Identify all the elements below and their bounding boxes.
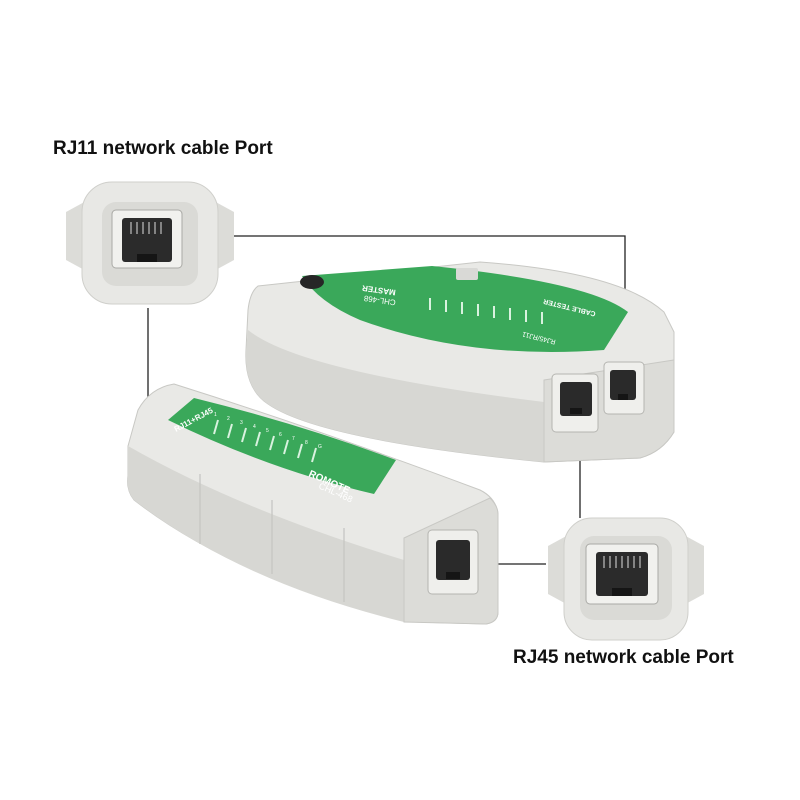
master-rj45-port (560, 382, 592, 416)
remote-rj45-port (436, 540, 470, 580)
rj11-port-caption: RJ11 network cable Port (53, 138, 273, 159)
master-tester-unit: MASTER CHL-468 CABLE TESTER RJ45/RJ11 (245, 261, 675, 463)
remote-led-number: 7 (292, 436, 295, 442)
power-button (300, 275, 324, 289)
remote-led-number: G (318, 444, 322, 450)
master-green-panel (302, 266, 628, 352)
remote-green-panel (168, 398, 396, 494)
remote-led-number: 8 (305, 440, 308, 446)
remote-led-number: 4 (253, 424, 256, 430)
remote-led-number: 6 (279, 432, 282, 438)
master-led-row (429, 298, 543, 324)
rj45-zoom-inset (548, 517, 704, 641)
master-label-line-2: CHL-468 (363, 293, 397, 306)
remote-led-number: 5 (266, 428, 269, 434)
master-rj11-port (610, 370, 636, 400)
rj11-zoom-inset (66, 181, 234, 305)
rj45-port-caption: RJ45 network cable Port (513, 647, 734, 668)
remote-led-number: 1 (214, 412, 217, 418)
remote-led-row (213, 419, 317, 463)
remote-led-number: 2 (227, 416, 230, 422)
remote-tester-unit: RJ11+RJ45 ROMOTE CHL-468 (127, 383, 499, 625)
remote-led-number: 3 (240, 420, 243, 426)
